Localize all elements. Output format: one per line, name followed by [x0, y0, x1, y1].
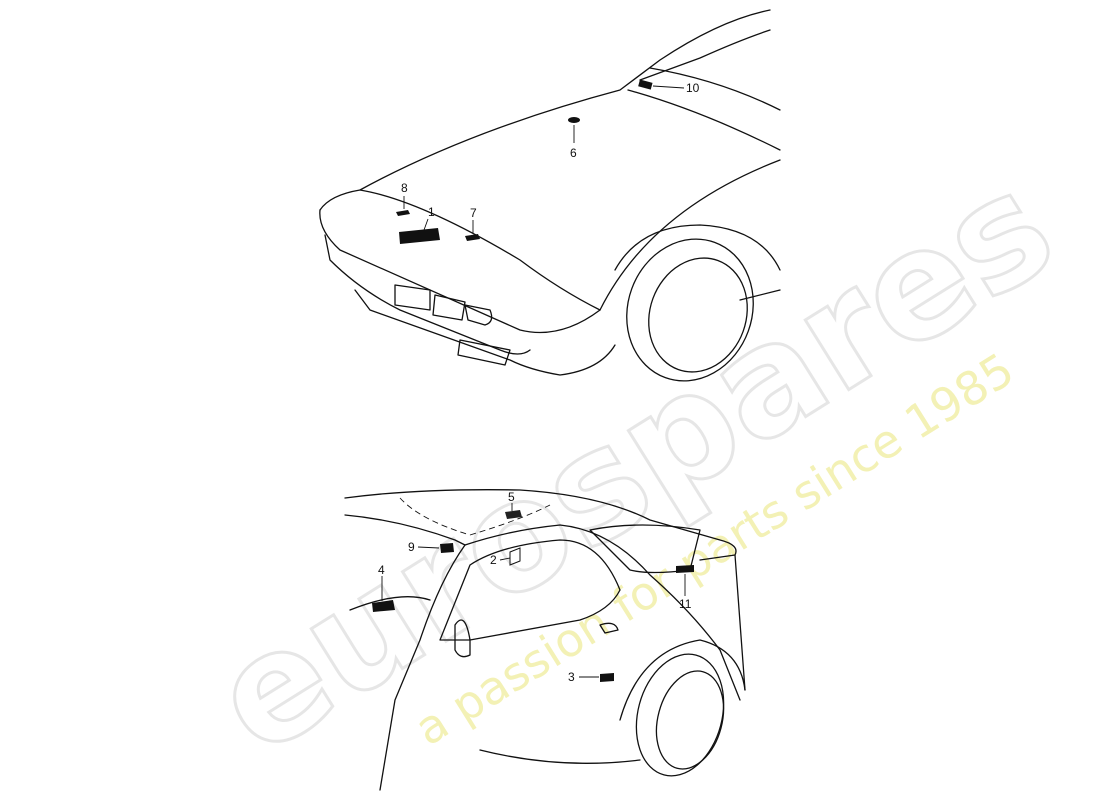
callout-labels: 1 2 3 4 5 6 7 8 9 10 11 [378, 81, 700, 684]
callout-9: 9 [408, 540, 415, 554]
rear-car-drawing [344, 489, 746, 791]
callout-1: 1 [428, 205, 435, 219]
callout-5: 5 [508, 490, 515, 504]
callout-2: 2 [490, 553, 497, 567]
stickers [372, 79, 694, 682]
callout-10: 10 [686, 81, 700, 95]
callout-8: 8 [401, 181, 408, 195]
callout-6: 6 [570, 146, 577, 160]
callout-3: 3 [568, 670, 575, 684]
callout-11: 11 [679, 597, 692, 611]
leader-lines [381, 85, 686, 678]
callout-7: 7 [470, 206, 477, 220]
watermark: eurospares a passion for parts since 198… [184, 137, 1084, 790]
front-car-drawing [319, 9, 781, 382]
watermark-brand: eurospares [185, 139, 1082, 789]
callout-4: 4 [378, 563, 385, 577]
